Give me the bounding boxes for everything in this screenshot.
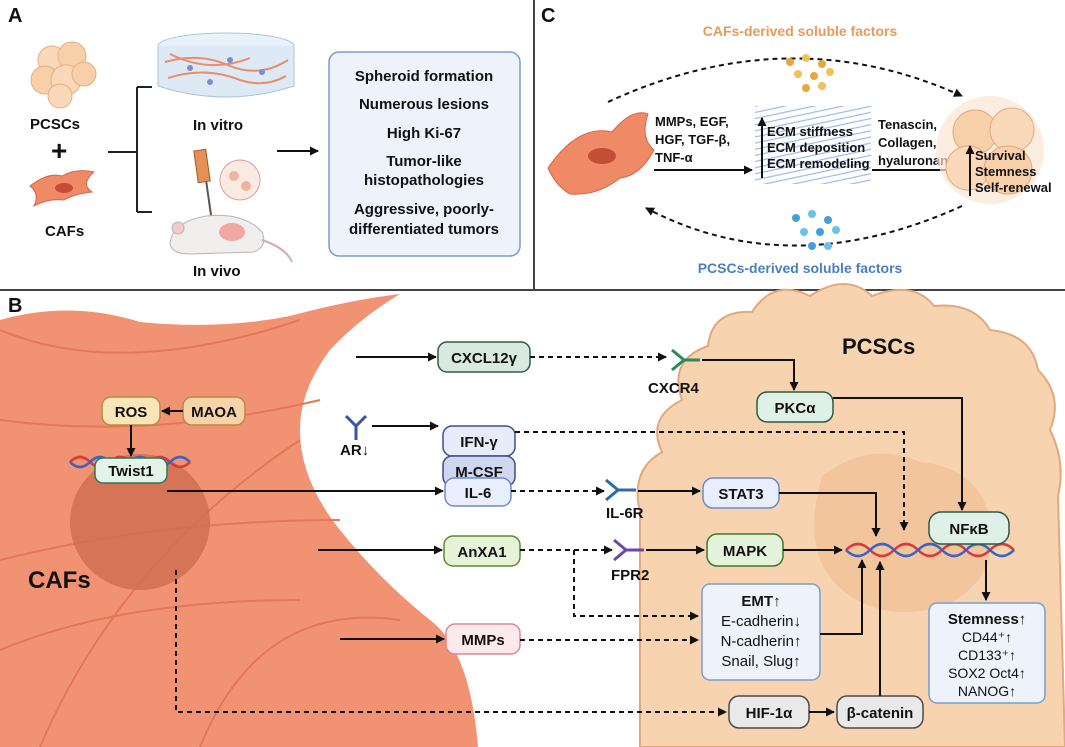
panel-c: C CAFs-derived soluble factors PCSCs-der… <box>541 5 1052 276</box>
surv-line-1: Stemness <box>975 164 1036 179</box>
panel-a: A PCSCs + CAFs In vitro <box>8 5 521 280</box>
anxa1-label: AnXA1 <box>457 544 506 561</box>
twist1-label: Twist1 <box>108 463 154 480</box>
fpr2-receptor-icon <box>613 538 644 562</box>
ar-receptor-icon <box>344 414 368 440</box>
emt-line-2: N-cadherin↑ <box>721 633 802 650</box>
outcome-6: differentiated tumors <box>349 221 499 238</box>
cxcl12-label: CXCL12γ <box>451 350 518 367</box>
caf-factors-label: CAFs-derived soluble factors <box>703 23 898 39</box>
c-ten-line-0: Tenascin, <box>878 117 937 132</box>
mmps-label: MMPs <box>461 632 504 649</box>
emt-to-dna-arrow <box>820 559 867 635</box>
stem-line-3: SOX2 Oct4↑ <box>948 665 1026 681</box>
emt-title: EMT↑ <box>741 593 780 610</box>
bcat-label: β-catenin <box>847 705 914 722</box>
c-mmps-line-0: MMPs, EGF, <box>655 114 729 129</box>
stat3-label: STAT3 <box>718 486 763 503</box>
cafs-label-a: CAFs <box>45 223 84 240</box>
plus-sign: + <box>51 135 67 166</box>
maoa-label: MAOA <box>191 404 237 421</box>
c-ten-line-1: Collagen, <box>878 135 937 150</box>
c-ten-line-2: hyaluronan <box>878 153 948 168</box>
ifn-mcsf-to-dna-arrow <box>515 431 909 531</box>
cxcr4-to-pkca-arrow <box>702 359 799 391</box>
nfkb-label: NFκB <box>949 521 988 538</box>
hif-label: HIF-1α <box>746 705 794 722</box>
caf-cell-c <box>547 112 655 195</box>
outcome-2: High Ki-67 <box>387 125 461 142</box>
ros-label: ROS <box>115 404 148 421</box>
nfkb-box <box>928 511 1010 545</box>
ecm-fibers <box>755 106 871 184</box>
twist1-box <box>94 457 168 484</box>
in-vivo-label: In vivo <box>193 263 241 280</box>
cxcr4-label: CXCR4 <box>648 380 700 397</box>
stem-line-4: NANOG↑ <box>958 683 1016 699</box>
outcome-0: Spheroid formation <box>355 68 493 85</box>
ecm-line-0: ECM stiffness <box>767 124 853 139</box>
stem-line-1: CD44⁺↑ <box>962 629 1012 645</box>
panel-b-label: B <box>8 295 22 317</box>
fpr2-label: FPR2 <box>611 567 649 584</box>
emt-line-3: Snail, Slug↑ <box>721 653 800 670</box>
ar-label: AR↓ <box>340 442 369 459</box>
c-mmps-line-2: TNF-α <box>655 150 693 165</box>
petri-dish-illustration <box>157 32 295 98</box>
mapk-label: MAPK <box>723 543 767 560</box>
surv-line-2: Self-renewal <box>975 180 1052 195</box>
surv-line-0: Survival <box>975 148 1026 163</box>
mcsf-label: M-CSF <box>455 464 503 481</box>
outcome-4: histopathologies <box>364 172 484 189</box>
pkca-label: PKCα <box>775 400 817 417</box>
dna-helix-red <box>845 542 1015 558</box>
ecm-line-2: ECM remodeling <box>767 156 870 171</box>
panel-b: B CAFs PCSCs ROS MAOA Twist1 AR↓ CXCL12γ… <box>0 283 1065 747</box>
dna-helix-blue <box>845 542 1015 558</box>
il6-label: IL-6 <box>465 485 492 502</box>
orange-dots <box>786 54 834 92</box>
outcome-1: Numerous lesions <box>359 96 489 113</box>
outcome-3: Tumor-like <box>386 153 462 170</box>
pcsc-to-caf-dashed-arrow <box>645 205 963 247</box>
caf-cell-illustration <box>29 170 96 208</box>
outcomes-box <box>328 51 521 257</box>
caf-nucleus <box>70 454 210 590</box>
caf-to-hif-arrow <box>175 570 727 717</box>
stem-title: Stemness↑ <box>948 611 1026 628</box>
stemness-box <box>928 602 1046 704</box>
ecm-line-1: ECM deposition <box>767 140 865 155</box>
emt-box <box>701 583 821 681</box>
outcome-5: Aggressive, poorly- <box>354 201 494 218</box>
bracket <box>108 86 152 213</box>
il6r-receptor-icon <box>605 478 636 502</box>
pcsc-factors-label: PCSCs-derived soluble factors <box>698 260 903 276</box>
c-mmps-line-1: HGF, TGF-β, <box>655 132 730 147</box>
emt-line-1: E-cadherin↓ <box>721 613 801 630</box>
anxa1-to-emt-arrow <box>573 550 699 621</box>
stem-line-2: CD133⁺↑ <box>958 647 1016 663</box>
pcscs-label-b: PCSCs <box>842 334 915 359</box>
pcscs-label: PCSCs <box>30 116 80 133</box>
cafs-label-b: CAFs <box>28 567 91 594</box>
ifn-label: IFN-γ <box>460 434 498 451</box>
pkca-box <box>756 391 834 423</box>
panel-c-label: C <box>541 5 555 27</box>
il6r-label: IL-6R <box>606 505 644 522</box>
pkca-to-nfkb-arrow <box>833 397 967 511</box>
caf-to-pcsc-dashed-arrow <box>607 57 963 103</box>
pcsc-cluster-illustration <box>30 41 97 109</box>
blue-dots <box>792 210 840 250</box>
cxcr4-receptor-icon <box>671 348 700 372</box>
mouse-illustration <box>169 148 293 263</box>
panel-a-label: A <box>8 5 22 27</box>
stat3-to-dna-arrow <box>779 492 881 537</box>
pcsc-spheroid-c <box>936 96 1044 204</box>
in-vitro-label: In vitro <box>193 117 243 134</box>
